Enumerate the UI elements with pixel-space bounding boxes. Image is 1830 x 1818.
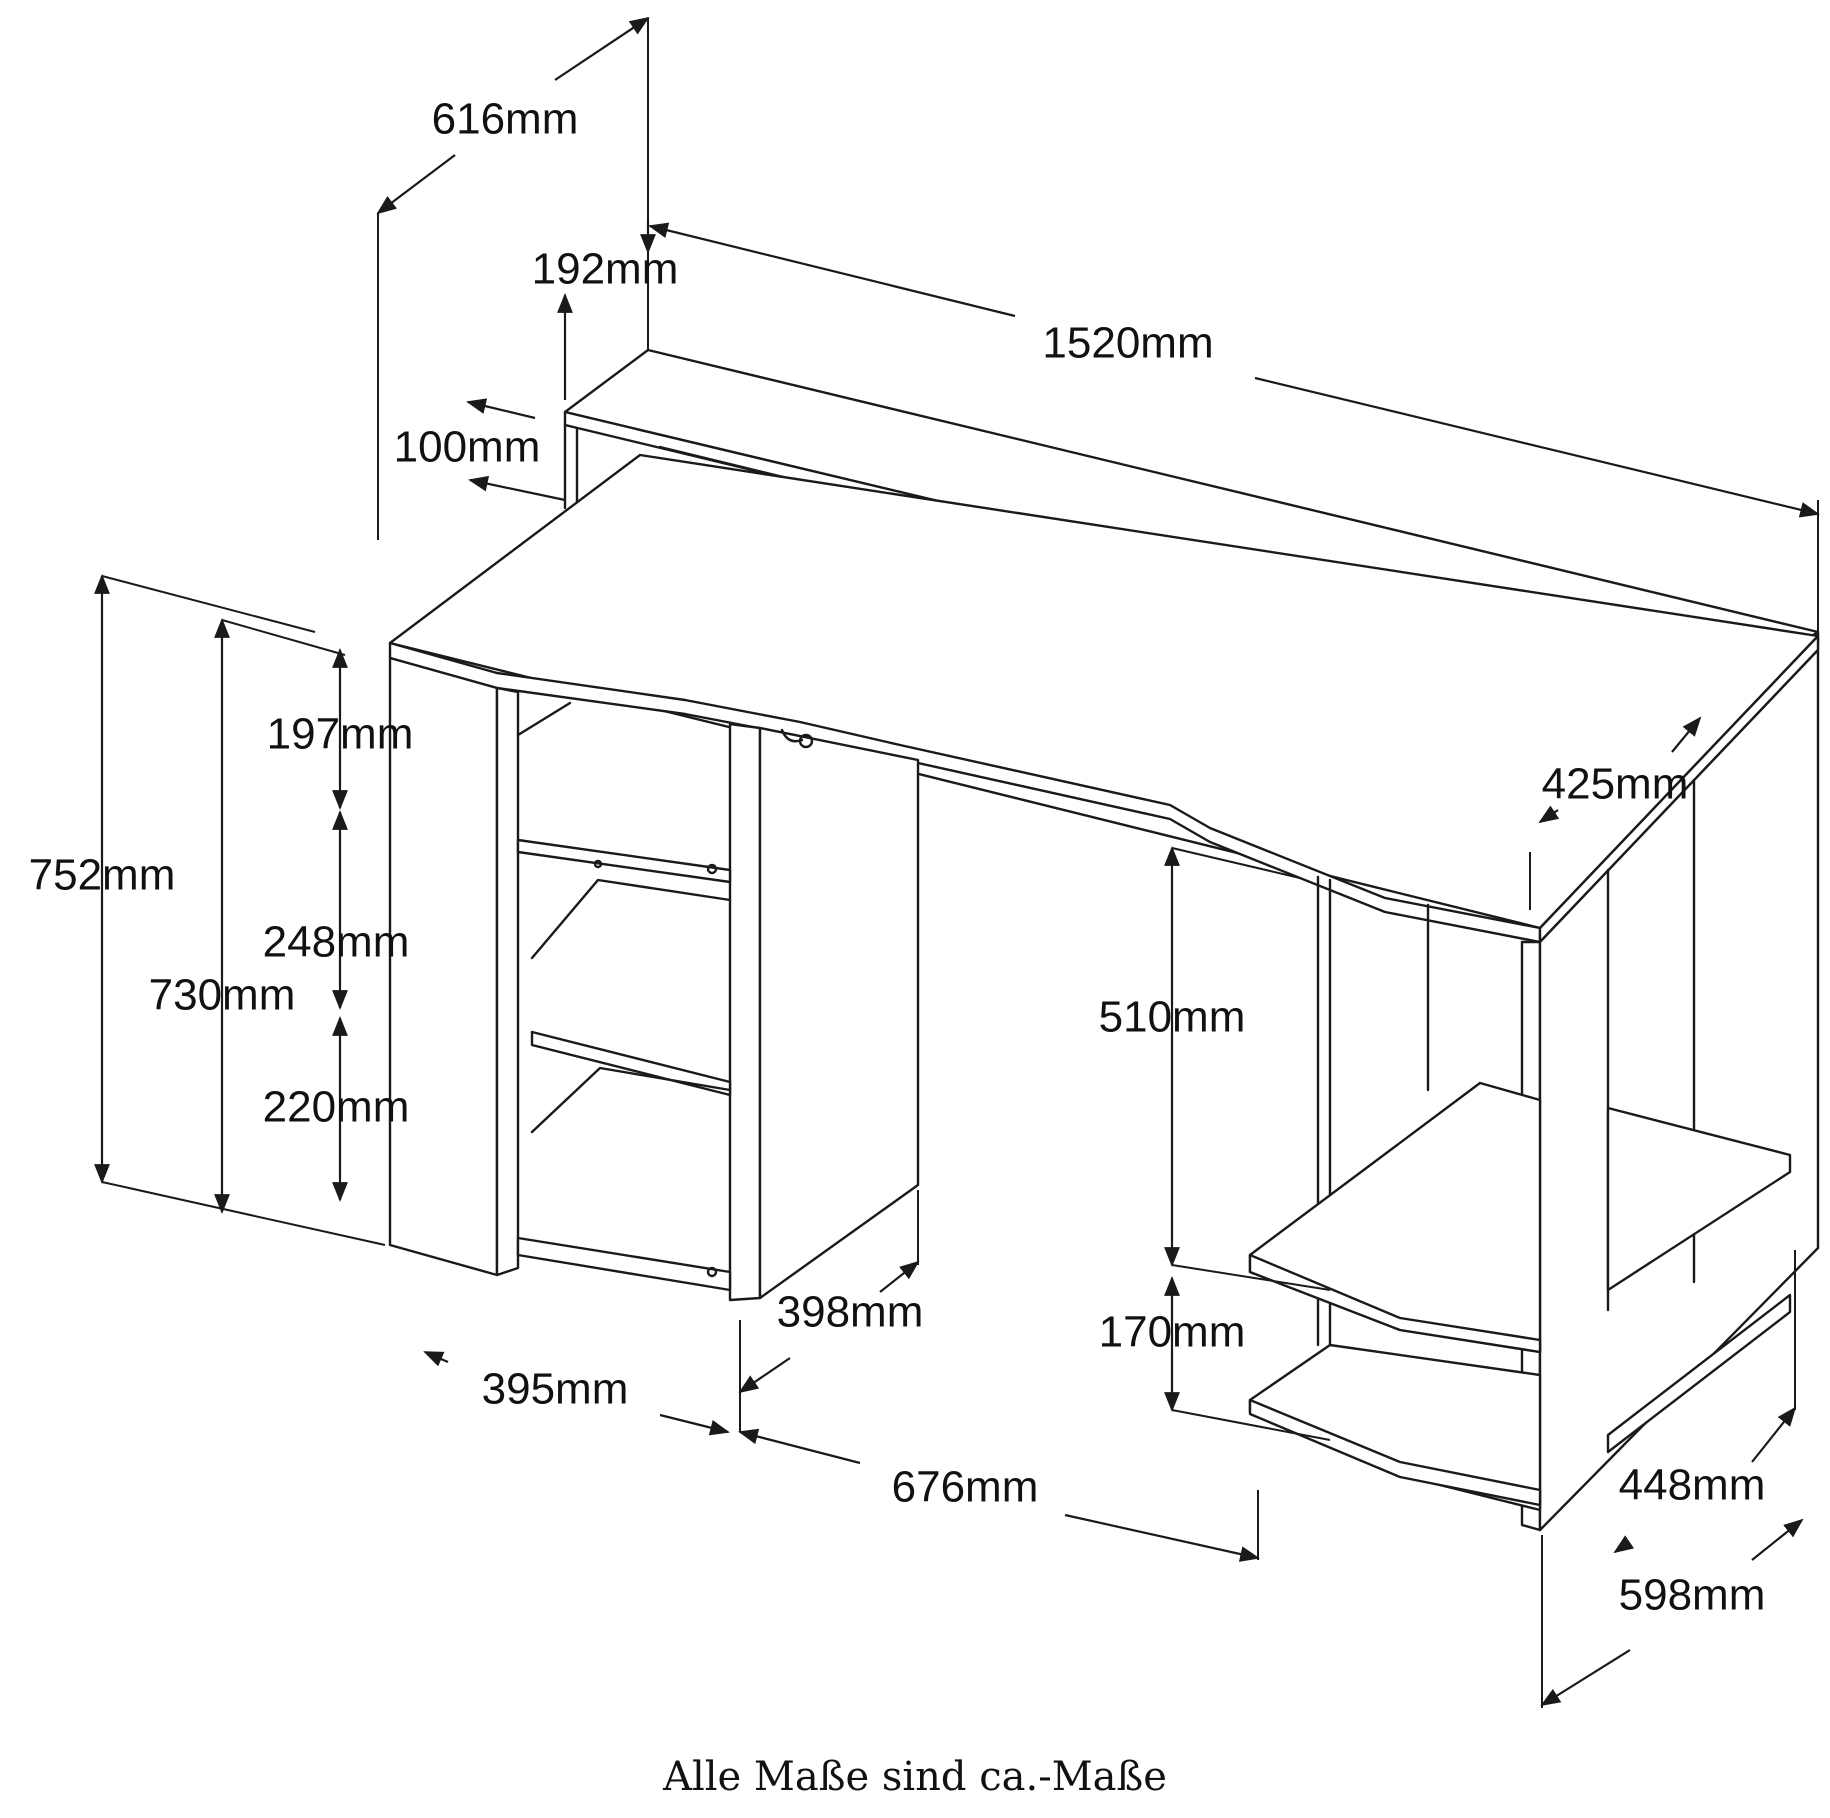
caption: Alle Maße sind ca.-Maße (662, 1754, 1167, 1800)
dim-right-depth-a (1538, 805, 1560, 824)
dimension-lines (94, 16, 1820, 1708)
label-hutch-height: 192mm (532, 245, 679, 294)
label-width-total: 1520mm (1042, 319, 1213, 368)
label-right-width: 448mm (1619, 1461, 1766, 1510)
left-cabinet (388, 656, 920, 1302)
dim-width-total-a (648, 222, 1016, 318)
dim-width-total-b (1254, 376, 1820, 518)
desk-illustration (388, 348, 1820, 1532)
label-knee-width: 676mm (892, 1463, 1039, 1512)
label-height-total: 752mm (29, 851, 176, 900)
label-shelf-top: 197mm (267, 710, 414, 759)
label-cabinet-depth: 398mm (777, 1288, 924, 1337)
dim-right-total-depth-b (1751, 1518, 1804, 1561)
dim-hutch-depth-b (468, 475, 566, 502)
label-right-depth: 425mm (1542, 760, 1689, 809)
label-shelf-gap: 170mm (1099, 1308, 1246, 1357)
dim-right-width-a (1613, 1535, 1635, 1554)
label-shelf-mid: 248mm (263, 918, 410, 967)
desktop (388, 453, 1820, 944)
label-hutch-depth: 100mm (394, 423, 541, 472)
label-shelf-bottom: 220mm (263, 1083, 410, 1132)
label-height-desk: 730mm (149, 971, 296, 1020)
dim-knee-width-b (1064, 1513, 1260, 1562)
dim-cabinet-width-b (659, 1413, 730, 1436)
dim-cabinet-width-a (423, 1350, 449, 1367)
right-shelf-unit (1248, 648, 1820, 1532)
label-right-total-depth: 598mm (1619, 1571, 1766, 1620)
dim-cabinet-depth-a (738, 1357, 791, 1394)
label-knee-height: 510mm (1099, 993, 1246, 1042)
label-depth-total: 616mm (432, 95, 579, 144)
dim-right-total-depth-a (1540, 1649, 1631, 1707)
dim-right-depth-b (1671, 716, 1702, 753)
dim-hutch-depth-a (466, 398, 536, 420)
dim-depth-total-b (554, 16, 650, 81)
dimension-labels: 616mm 192mm 1520mm 100mm 752mm 730mm 197… (29, 95, 1766, 1620)
dim-knee-width-a (738, 1428, 861, 1465)
dim-depth-total-a (376, 154, 456, 215)
ext-shelf-gap-bottom (1171, 1409, 1331, 1441)
dim-cabinet-depth-b (879, 1260, 920, 1293)
ext-height-desk-top (221, 619, 346, 656)
ext-knee-height-top (1171, 847, 1301, 879)
dim-right-width-b (1751, 1406, 1797, 1463)
label-cabinet-width: 395mm (482, 1365, 629, 1414)
ext-height-total-bottom (101, 1181, 386, 1246)
ext-knee-height-bottom (1171, 1264, 1331, 1291)
ext-height-total-top (101, 575, 316, 633)
